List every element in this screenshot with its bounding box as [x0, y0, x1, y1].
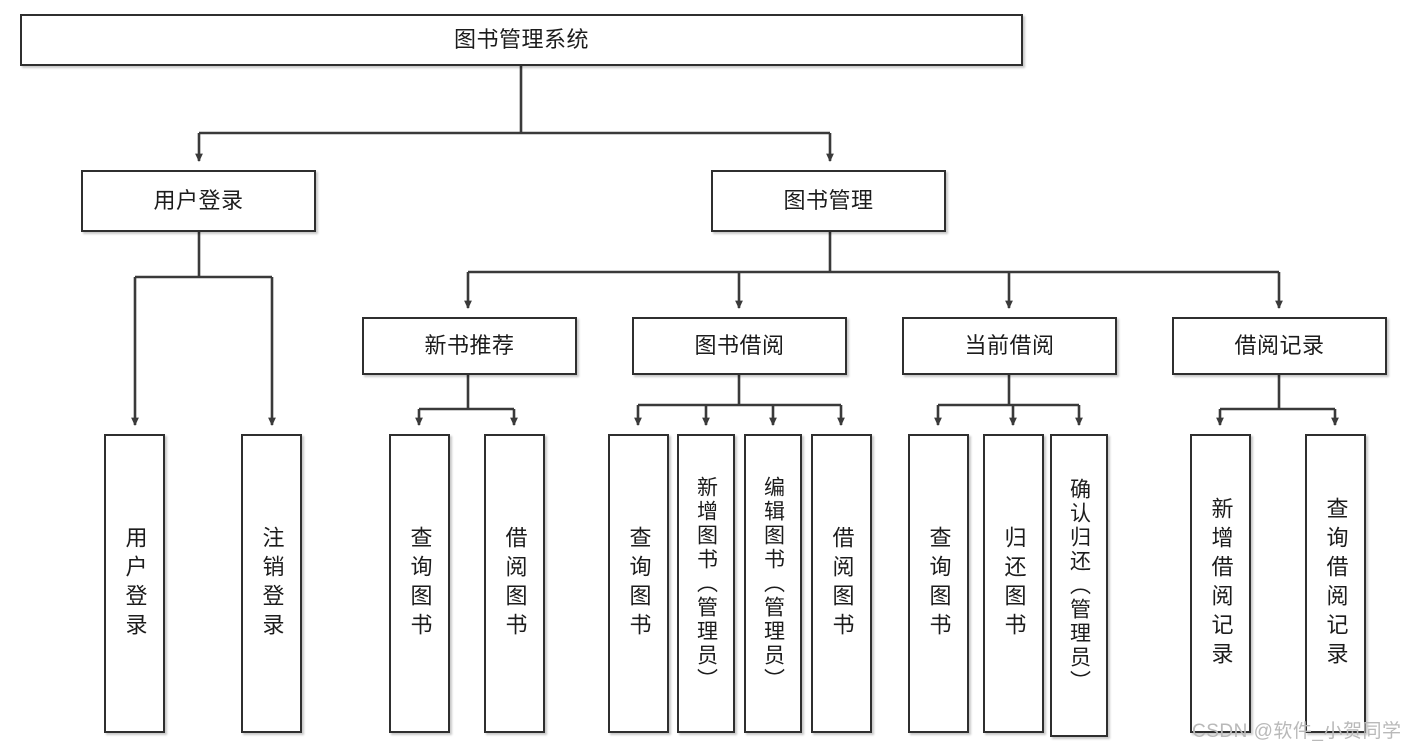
- node-new-book-rec-label: 新书推荐: [424, 333, 515, 359]
- node-book-borrow[interactable]: 图书借阅: [632, 317, 847, 375]
- node-current-borrow[interactable]: 当前借阅: [902, 317, 1117, 375]
- node-leaf-return-book[interactable]: 归还图书: [983, 434, 1044, 733]
- node-leaf-add-record[interactable]: 新增借阅记录: [1190, 434, 1251, 733]
- node-book-manage[interactable]: 图书管理: [711, 170, 946, 232]
- node-leaf-edit-book[interactable]: 编辑图书（管理员）: [744, 434, 802, 733]
- node-leaf-query-book-2-label: 查询图书: [626, 525, 652, 642]
- node-user-login-label: 用户登录: [153, 188, 244, 214]
- node-leaf-add-record-label: 新增借阅记录: [1208, 496, 1234, 671]
- node-leaf-borrow-book-2[interactable]: 借阅图书: [811, 434, 872, 733]
- node-leaf-query-book-3-label: 查询图书: [926, 525, 952, 642]
- node-leaf-add-book-label: 新增图书（管理员）: [694, 475, 718, 692]
- node-leaf-user-logout-label: 注销登录: [259, 525, 285, 642]
- node-leaf-query-record[interactable]: 查询借阅记录: [1305, 434, 1366, 733]
- node-book-manage-label: 图书管理: [783, 188, 874, 214]
- node-new-book-rec[interactable]: 新书推荐: [362, 317, 577, 375]
- node-leaf-query-book-2[interactable]: 查询图书: [608, 434, 669, 733]
- node-borrow-record-label: 借阅记录: [1234, 333, 1325, 359]
- node-leaf-confirm-return-label: 确认归还（管理员）: [1067, 477, 1091, 694]
- node-leaf-query-book-3[interactable]: 查询图书: [908, 434, 969, 733]
- node-user-login[interactable]: 用户登录: [81, 170, 316, 232]
- node-leaf-borrow-book-1[interactable]: 借阅图书: [484, 434, 545, 733]
- node-leaf-return-book-label: 归还图书: [1001, 525, 1027, 642]
- node-current-borrow-label: 当前借阅: [964, 333, 1055, 359]
- node-root-label: 图书管理系统: [453, 27, 589, 53]
- node-leaf-confirm-return[interactable]: 确认归还（管理员）: [1050, 434, 1108, 737]
- node-leaf-borrow-book-2-label: 借阅图书: [829, 525, 855, 642]
- node-book-borrow-label: 图书借阅: [694, 333, 785, 359]
- node-leaf-user-logout[interactable]: 注销登录: [241, 434, 302, 733]
- csdn-watermark: CSDN @软件_小贺同学: [1192, 721, 1402, 742]
- node-leaf-query-book-1-label: 查询图书: [407, 525, 433, 642]
- node-leaf-edit-book-label: 编辑图书（管理员）: [761, 475, 785, 692]
- node-borrow-record[interactable]: 借阅记录: [1172, 317, 1387, 375]
- node-leaf-add-book[interactable]: 新增图书（管理员）: [677, 434, 735, 733]
- node-leaf-borrow-book-1-label: 借阅图书: [502, 525, 528, 642]
- node-leaf-query-record-label: 查询借阅记录: [1323, 496, 1349, 671]
- node-leaf-user-login[interactable]: 用户登录: [104, 434, 165, 733]
- node-leaf-query-book-1[interactable]: 查询图书: [389, 434, 450, 733]
- node-root[interactable]: 图书管理系统: [20, 14, 1023, 66]
- node-leaf-user-login-label: 用户登录: [122, 525, 148, 642]
